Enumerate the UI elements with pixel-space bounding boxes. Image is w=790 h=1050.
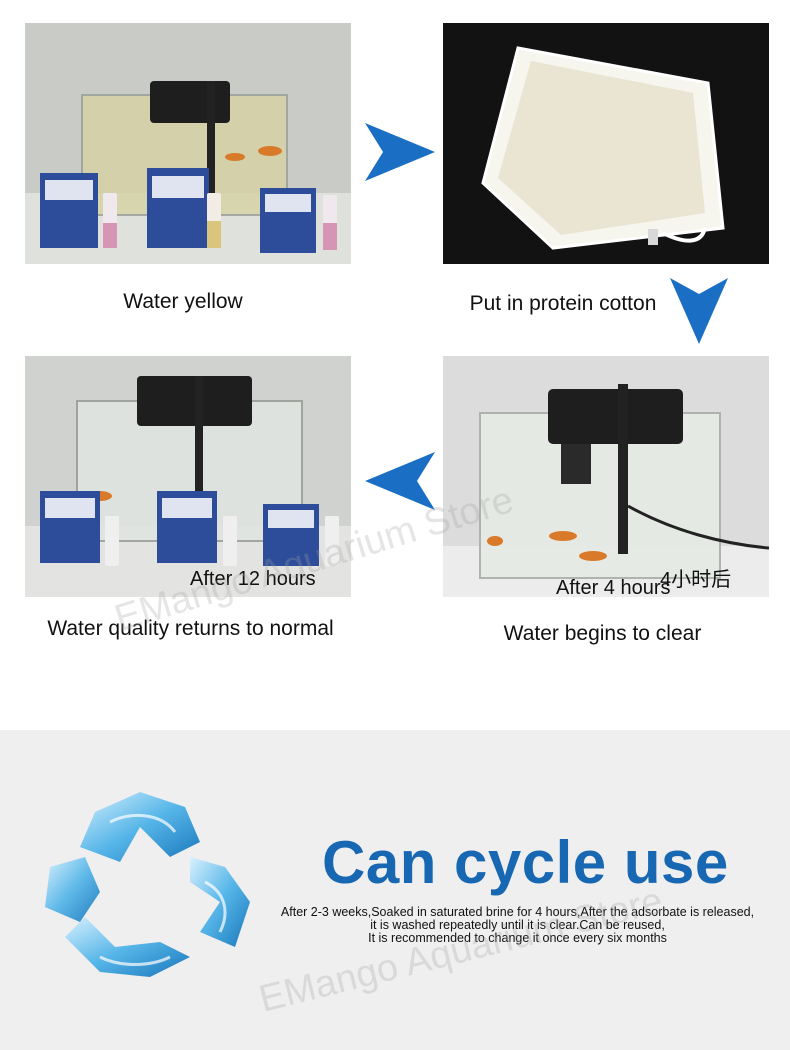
caption-protein-cotton: Put in protein cotton [469, 292, 657, 315]
overlay-after-4-hours-cn: 4小时后 [660, 569, 732, 591]
overlay-after-12-hours: After 12 hours [190, 568, 316, 590]
photo-protein-cotton [443, 23, 769, 264]
arrow-right-icon [365, 123, 435, 181]
caption-water-clearing: Water begins to clear [503, 622, 702, 645]
arrow-left-icon [365, 452, 435, 510]
arrow-down-icon [670, 278, 728, 344]
description-line: It is recommended to change it once ever… [368, 931, 667, 945]
cycle-description: After 2-3 weeks,Soaked in saturated brin… [250, 906, 785, 945]
recycle-icon [40, 772, 255, 1002]
description-line: it is washed repeatedly until it is clea… [370, 918, 665, 932]
photo-water-clearing [443, 356, 769, 597]
photo-water-yellow [25, 23, 351, 264]
headline-can-cycle-use: Can cycle use [322, 829, 729, 896]
overlay-after-4-hours: After 4 hours [556, 577, 671, 599]
bottom-panel [0, 730, 790, 1050]
photo-water-normal [25, 356, 351, 597]
description-line: After 2-3 weeks,Soaked in saturated brin… [280, 905, 755, 919]
caption-water-normal: Water quality returns to normal [47, 617, 334, 640]
caption-water-yellow: Water yellow [123, 290, 243, 313]
